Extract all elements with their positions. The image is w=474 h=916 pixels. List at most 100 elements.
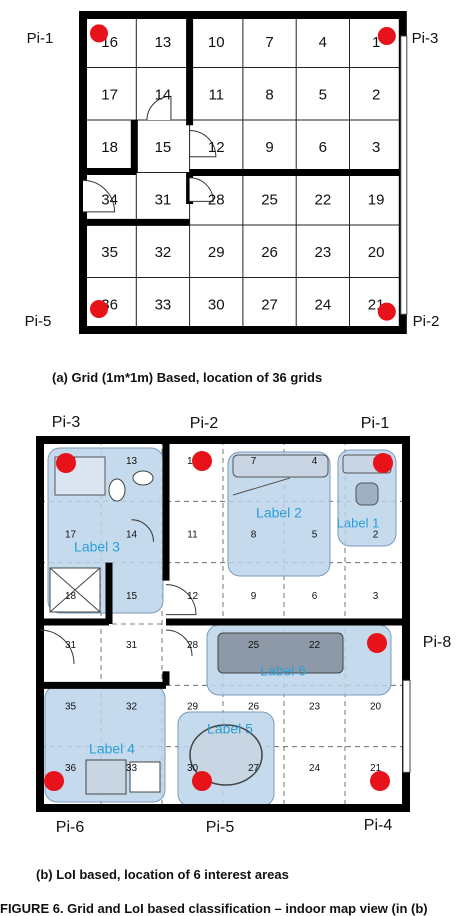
door (146, 95, 172, 121)
area-label-text: Label 3 (74, 539, 120, 555)
grid-cell-number: 10 (208, 34, 225, 51)
grid-cell-number: 4 (312, 456, 318, 467)
grid-cell-number: 35 (101, 244, 118, 261)
kitchen-counter (85, 759, 127, 795)
sensor-label: Pi-2 (413, 313, 440, 330)
grid-figure-a (79, 11, 408, 334)
sensor-label: Pi-1 (361, 415, 390, 432)
table (189, 724, 263, 786)
grid-cell-number: 31 (126, 640, 138, 651)
caption-b: (b) LoI based, location of 6 interest ar… (36, 867, 289, 882)
grid-cell-number: 25 (261, 192, 278, 209)
grid-cell-number: 15 (155, 139, 172, 156)
grid-cell-number: 6 (319, 139, 327, 156)
shower-line (49, 567, 101, 613)
grid-cell-number: 22 (315, 192, 332, 209)
sensor-dot (367, 633, 387, 653)
sensor-dot (192, 451, 212, 471)
area-label-text: Label 2 (256, 505, 302, 521)
grid-cell-number: 11 (187, 530, 198, 541)
loi-figure-b (36, 436, 411, 812)
figure-footer: FIGURE 6. Grid and LoI based classificat… (0, 901, 428, 916)
grid-cell-number: 17 (101, 87, 118, 104)
area-label-text: Label 6 (260, 663, 306, 679)
grid-cell-number: 2 (373, 530, 379, 541)
window (400, 35, 408, 315)
grid-cell-number: 13 (126, 456, 138, 467)
basin (132, 470, 154, 486)
sensor-label: Pi-6 (56, 819, 85, 836)
grid-cell-number: 34 (101, 192, 118, 209)
grid-cell-number: 29 (208, 244, 225, 261)
grid-cell-number: 28 (208, 192, 225, 209)
grid-cell-number: 21 (370, 763, 382, 774)
grid-cell-number: 29 (187, 701, 199, 712)
grid-cell-number: 27 (248, 763, 260, 774)
grid-cell-number: 26 (261, 244, 278, 261)
sensor-label: Pi-1 (27, 30, 54, 47)
grid-cell-number: 30 (208, 297, 225, 314)
grid-cell-number: 12 (208, 139, 225, 156)
grid-cell-number: 2 (372, 87, 380, 104)
grid-cell-number: 14 (155, 87, 172, 104)
door (189, 129, 217, 158)
sink-counter (54, 456, 106, 496)
grid-cell-number: 24 (315, 297, 332, 314)
area-label-text: Label 5 (207, 721, 253, 737)
pillows (232, 454, 329, 478)
sensor-dot (373, 453, 393, 473)
grid-cell-number: 19 (368, 192, 385, 209)
grid-cell-number: 6 (312, 591, 318, 602)
grid-cell-number: 24 (309, 763, 321, 774)
grid-cell-number: 8 (265, 87, 273, 104)
area-label-text: Label 4 (89, 741, 135, 757)
grid-cell-number: 18 (65, 591, 77, 602)
sensor-label: Pi-2 (190, 415, 219, 432)
sensor-dot (192, 771, 212, 791)
grid-cell-number: 33 (155, 297, 172, 314)
grid-cell-number: 26 (248, 701, 260, 712)
grid-cell-number: 1 (372, 34, 380, 51)
sensor-label: Pi-8 (423, 634, 452, 651)
grid-cell-number: 7 (265, 34, 273, 51)
grid-cell-number: 31 (65, 640, 77, 651)
door (165, 584, 197, 616)
sensor-dot (377, 302, 396, 321)
grid-cell-number: 23 (315, 244, 332, 261)
grid-cell-number: 3 (373, 591, 379, 602)
grid-cell-number: 32 (126, 701, 138, 712)
sensor-dot (377, 27, 396, 45)
grid-cell-number: 12 (187, 591, 199, 602)
grid-cell-number: 28 (187, 640, 199, 651)
grid-cell-number: 32 (155, 244, 172, 261)
grid-cell-number: 15 (126, 591, 138, 602)
bed-sheet (232, 477, 291, 496)
grid-cell-number: 35 (65, 701, 77, 712)
area-label-text: Label 1 (337, 515, 380, 530)
sensor-dot (370, 771, 390, 791)
grid-cell-number: 7 (251, 456, 257, 467)
grid-cell-number: 9 (251, 591, 257, 602)
grid-cell-number: 14 (126, 530, 138, 541)
sensor-dot (44, 771, 64, 791)
grid-cell-number: 17 (65, 530, 77, 541)
area-label-2 (227, 451, 331, 577)
door (39, 629, 75, 665)
door (189, 177, 214, 202)
door (82, 179, 116, 213)
grid-cell-number: 18 (101, 139, 118, 156)
sensor-label: Pi-3 (52, 414, 81, 431)
door (165, 629, 193, 657)
grid-cell-number: 13 (155, 34, 172, 51)
caption-a: (a) Grid (1m*1m) Based, location of 36 g… (52, 370, 323, 385)
grid-cell-number: 8 (251, 530, 257, 541)
grid-cell-number: 23 (309, 701, 321, 712)
door (131, 519, 154, 542)
stove (129, 761, 161, 793)
sensor-label: Pi-5 (25, 313, 52, 330)
sensor-dot (89, 24, 108, 43)
grid-cell-number: 5 (319, 87, 327, 104)
sensor-dot (89, 300, 108, 318)
grid-cell-number: 33 (126, 763, 138, 774)
